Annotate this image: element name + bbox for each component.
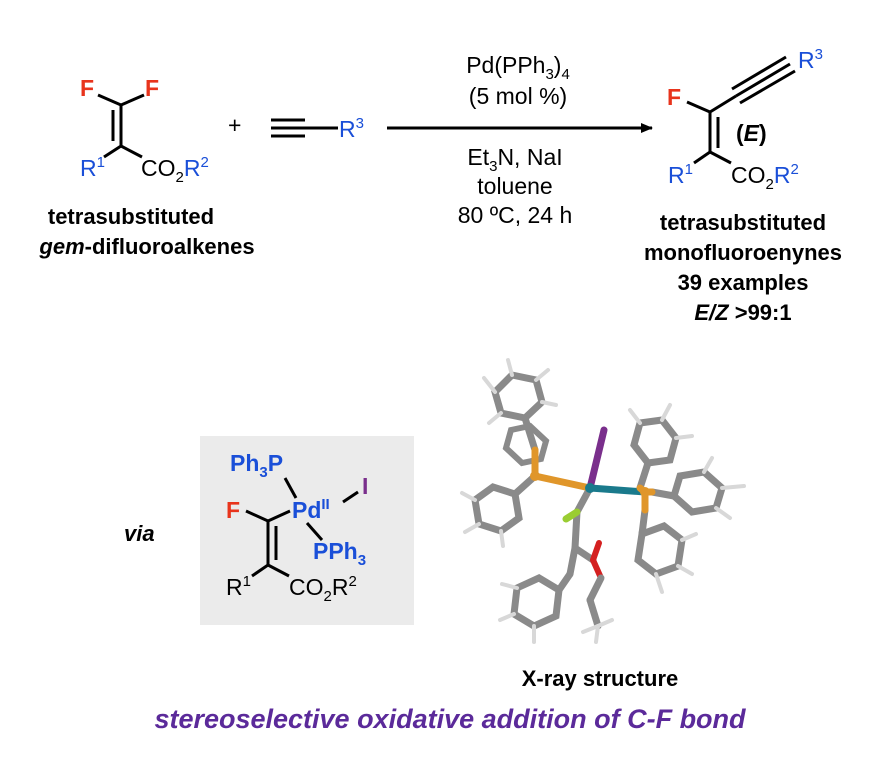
ester-label: CO2R2: [141, 154, 209, 186]
phenyl-ring-lower-left: [498, 570, 574, 644]
reactant-alkyne: R3: [271, 115, 364, 142]
palladium-label: PdII: [292, 496, 330, 523]
fluorine-right-label: F: [145, 75, 159, 101]
product-caption-line3: 39 examples: [678, 270, 809, 295]
product-caption-line1: tetrasubstituted: [660, 210, 826, 235]
product-fluorine-label: F: [667, 84, 681, 110]
phenyl-ring-upper-right: [628, 403, 694, 492]
footer-title: stereoselective oxidative addition of C-…: [154, 704, 746, 734]
product-r3-label: R3: [798, 46, 823, 73]
phenyl-ring-upper-left: [482, 358, 558, 454]
pph3-top-label: Ph3P: [230, 450, 283, 481]
intermediate-fluorine-label: F: [226, 497, 240, 523]
reactant1-caption-line2: gem-difluoroalkenes: [38, 234, 254, 259]
temperature-time-label: 80 ºC, 24 h: [458, 202, 573, 228]
reactant-difluoroalkene: F F R1 CO2R2 tetrasubstituted gem-difluo…: [38, 75, 254, 259]
via-label: via: [124, 521, 155, 546]
product-monofluoroenyne: F R3 (E) R1 CO2R2 tetrasubstituted monof…: [644, 46, 842, 325]
phenyl-ring-left-upper: [502, 422, 550, 467]
phenyl-ring-left: [460, 472, 539, 548]
product-ester-label: CO2R2: [731, 161, 799, 193]
intermediate-ester-label: CO2R2: [289, 573, 357, 605]
e-geometry-label: (E): [736, 120, 767, 146]
r3-label: R3: [339, 115, 364, 142]
iodine-label: I: [362, 473, 368, 499]
intermediate-r1-label: R1: [226, 573, 251, 600]
r1-label: R1: [80, 154, 105, 181]
xray-caption: X-ray structure: [522, 666, 679, 691]
xray-structure-model: [460, 358, 746, 644]
fluorine-left-label: F: [80, 75, 94, 101]
catalyst-label: Pd(PPh3)4: [466, 52, 570, 83]
product-ratio-label: E/Z >99:1: [694, 300, 791, 325]
phenyl-ring-lower-right: [634, 506, 698, 594]
plus-sign: +: [228, 112, 241, 138]
product-caption-line2: monofluoroenynes: [644, 240, 842, 265]
catalyst-loading-label: (5 mol %): [469, 83, 567, 109]
reaction-conditions: Pd(PPh3)4 (5 mol %) Et3N, NaI toluene 80…: [458, 52, 573, 228]
intermediate-background: [200, 436, 414, 625]
phenyl-ring-right: [648, 456, 746, 520]
pd-intermediate-box: Ph3P PdII I PPh3 F R1 CO2R2: [200, 436, 414, 625]
reactant1-caption-line1: tetrasubstituted: [48, 204, 214, 229]
product-r1-label: R1: [668, 161, 693, 188]
pph3-bottom-label: PPh3: [313, 538, 366, 569]
base-label: Et3N, NaI: [467, 144, 562, 175]
solvent-label: toluene: [477, 173, 552, 199]
